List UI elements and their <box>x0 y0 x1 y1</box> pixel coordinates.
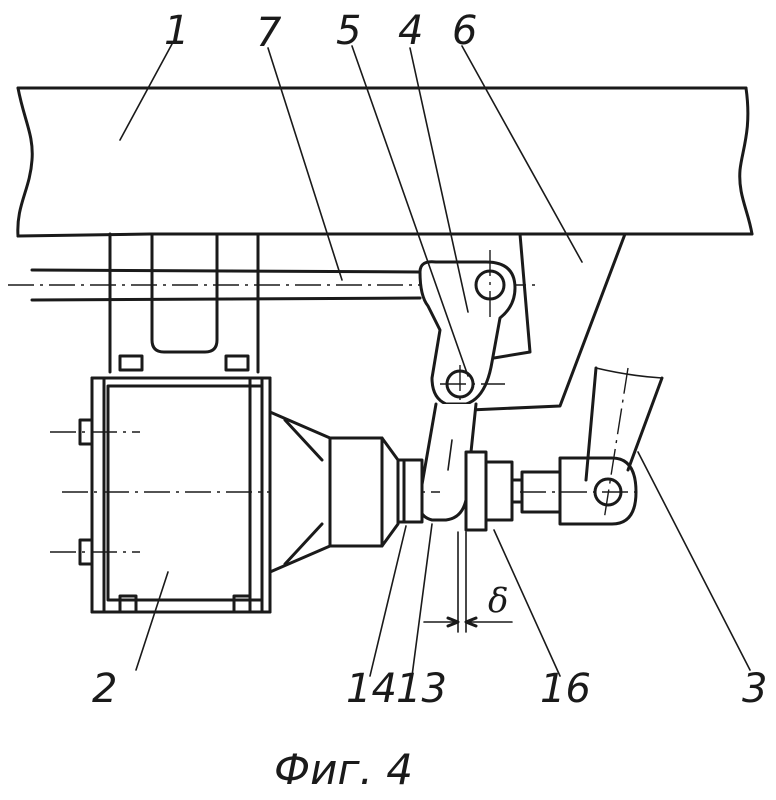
piston-rod-14 <box>396 458 424 524</box>
label-part13: 13 <box>396 666 447 712</box>
frame-beam <box>16 86 754 238</box>
figure-caption: Фиг. 4 <box>274 745 413 794</box>
label-lever: 4 <box>398 8 423 54</box>
cylinder-mount-bracket <box>108 232 260 374</box>
label-cylinder: 2 <box>92 666 117 712</box>
label-link: 7 <box>256 10 282 56</box>
brake-cylinder <box>50 376 440 614</box>
label-frame: 1 <box>164 8 189 54</box>
label-rod: 3 <box>742 666 767 712</box>
cylinder-nose <box>268 410 400 574</box>
part-labels: 1 7 5 4 6 2 14 13 16 3 δ <box>92 8 767 712</box>
stop-plate-16 <box>464 450 524 532</box>
gap-dimension <box>423 531 513 633</box>
label-pin: 5 <box>336 8 361 54</box>
rod-3 <box>520 366 664 526</box>
leader-lines <box>119 43 751 677</box>
label-bracket: 6 <box>452 8 477 54</box>
lever-4 <box>417 250 517 522</box>
label-part14: 14 <box>346 666 397 712</box>
label-part16: 16 <box>540 666 591 712</box>
gap-symbol: δ <box>488 581 508 621</box>
